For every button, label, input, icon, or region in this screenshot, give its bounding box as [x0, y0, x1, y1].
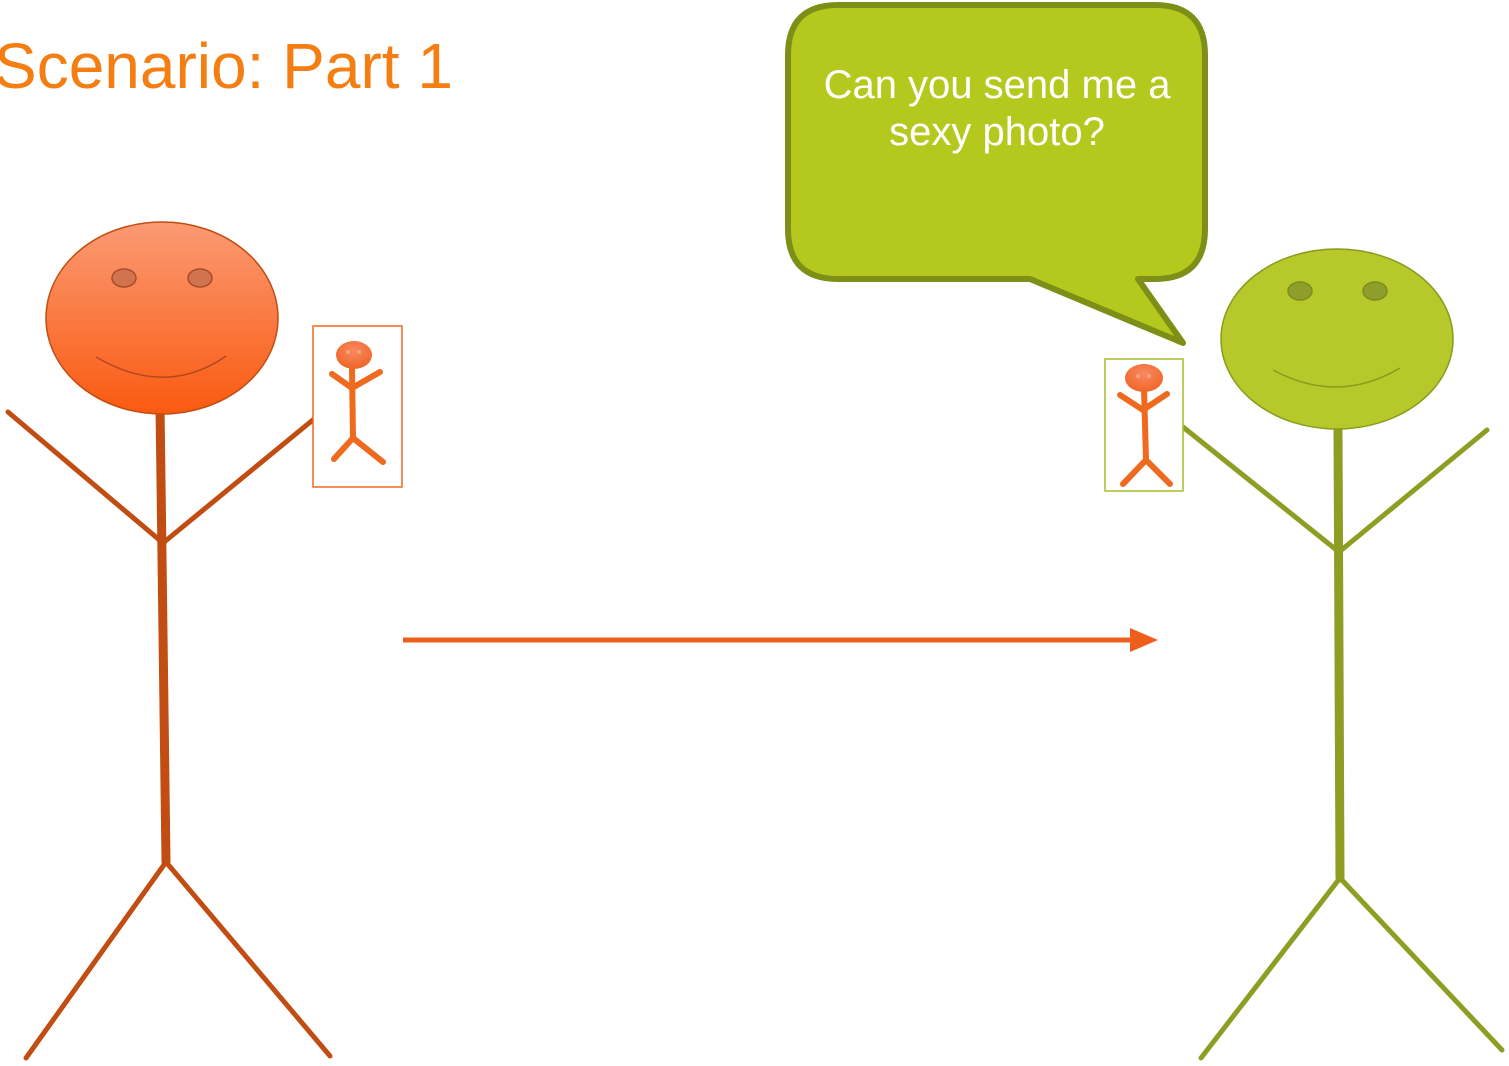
sender-phone-photo [312, 325, 403, 488]
speech-bubble-text: Can you send me a sexy photo? [823, 63, 1171, 154]
receiver-head [1220, 248, 1454, 430]
receiver-figure [1180, 248, 1505, 1061]
sender-figure [5, 221, 333, 1061]
transfer-arrow [403, 628, 1158, 652]
sender-head [45, 221, 279, 415]
sender-body [5, 400, 333, 1061]
slide-title: Scenario: Part 1 [0, 30, 453, 102]
receiver-body [1180, 424, 1505, 1061]
speech-bubble [785, 2, 1208, 346]
receiver-phone-photo [1104, 358, 1184, 492]
